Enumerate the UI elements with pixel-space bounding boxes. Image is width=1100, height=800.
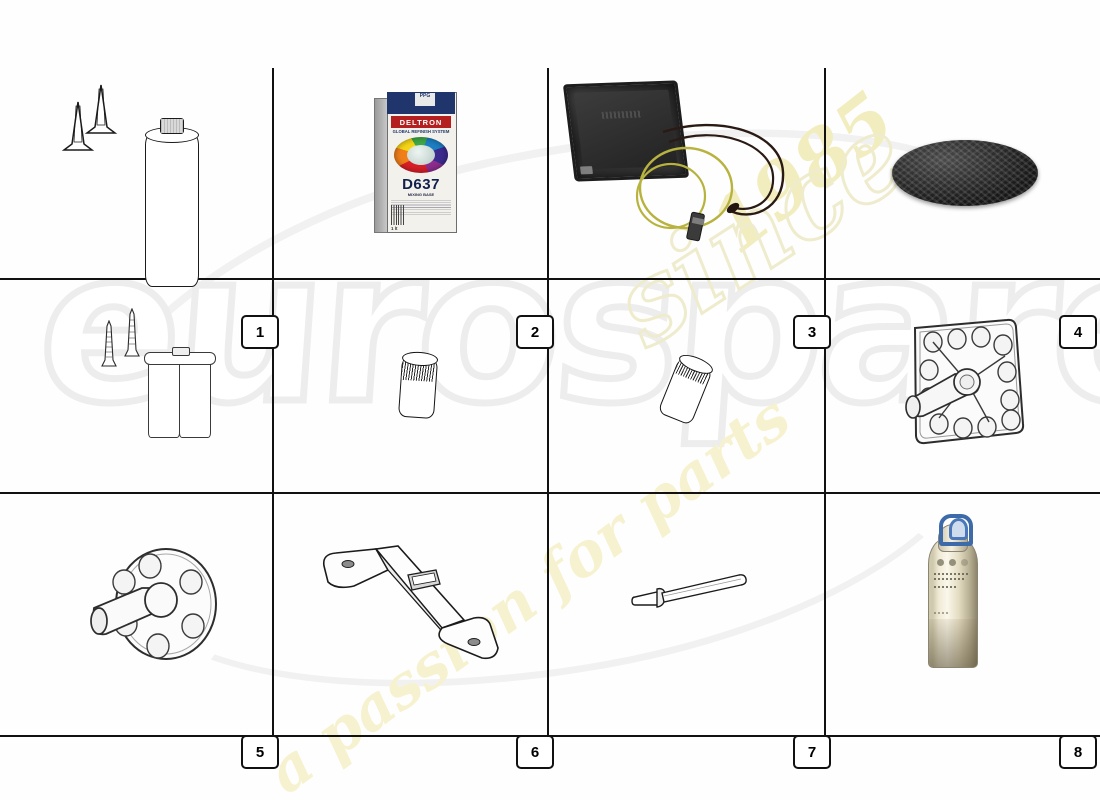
part-cell-3[interactable]: 3 [547, 68, 831, 349]
part-cell-12[interactable]: 12 [824, 494, 1100, 735]
colour-wheel-graphic [394, 137, 448, 173]
carbon-fibre-disc-icon [892, 140, 1038, 206]
can-brand-label: DELTRON [391, 116, 451, 128]
cartridge-icon [145, 118, 199, 288]
grid-col-divider-3-row3 [824, 492, 826, 735]
part-cell-4[interactable]: 4 [824, 68, 1100, 349]
grid-col-divider-2-row3 [547, 492, 549, 735]
barcode-graphic [391, 205, 405, 225]
twin-cartridge-icon [144, 347, 216, 438]
part-cell-5[interactable]: 5 [0, 280, 279, 769]
grid-row-divider-2 [0, 492, 1100, 494]
grid-col-divider-1-row1 [272, 68, 274, 278]
grid-col-divider-1-row2 [272, 278, 274, 492]
part-cell-11[interactable]: 11 [547, 494, 824, 735]
wiring-harness-icon [635, 123, 785, 242]
grid-col-divider-2-row1 [547, 68, 549, 278]
grid-col-divider-3-row1 [824, 68, 826, 278]
can-volume-label: 1 lt [391, 226, 398, 231]
part-cell-8[interactable]: 8 [824, 280, 1100, 769]
round-hub-flange-icon [90, 548, 217, 660]
nozzle-cone-icon [60, 98, 96, 165]
grid-col-divider-1-row3 [272, 492, 274, 735]
part-cell-10[interactable]: 10 [272, 494, 547, 735]
part-cell-7[interactable]: 7 [547, 280, 831, 769]
part-cell-6[interactable]: 6 [272, 280, 554, 769]
part-number-badge[interactable]: 3 [793, 315, 831, 349]
knurled-sleeve-icon [655, 351, 719, 433]
blind-rivet-icon [631, 574, 747, 608]
knurled-sleeve-icon [397, 350, 443, 426]
grid-col-divider-2-row2 [547, 278, 549, 492]
part-cell-2[interactable]: PPG DELTRON GLOBAL REFINISH SYSTEM D637 … [272, 68, 554, 349]
can-code-label: D637 [402, 176, 440, 193]
part-number-badge[interactable]: 1 [241, 315, 279, 349]
aerosol-can-icon [928, 514, 978, 668]
part-number-badge[interactable]: 4 [1059, 315, 1097, 349]
mixing-nozzle-icon [100, 319, 118, 377]
can-subtitle-label: GLOBAL REFINISH SYSTEM [392, 129, 450, 134]
part-number-badge[interactable]: 5 [241, 735, 279, 769]
grid-row-divider-1 [0, 278, 1100, 280]
part-cell-1[interactable]: 1 [0, 68, 279, 349]
part-cell-9[interactable]: 9 [0, 494, 272, 735]
part-number-badge[interactable]: 2 [516, 315, 554, 349]
can-code-subtitle: MIXING BASE [407, 192, 435, 197]
square-hub-plate-icon [905, 318, 1025, 445]
part-number-badge[interactable]: 6 [516, 735, 554, 769]
z-bracket-icon [322, 545, 499, 660]
part-number-badge[interactable]: 7 [793, 735, 831, 769]
mixing-nozzle-icon [123, 307, 141, 367]
can-top-logo: PPG [415, 93, 435, 106]
part-number-badge[interactable]: 8 [1059, 735, 1097, 769]
paint-can-icon: PPG DELTRON GLOBAL REFINISH SYSTEM D637 … [374, 88, 457, 233]
grid-col-divider-3-row2 [824, 278, 826, 492]
nozzle-cone-icon [83, 81, 119, 148]
